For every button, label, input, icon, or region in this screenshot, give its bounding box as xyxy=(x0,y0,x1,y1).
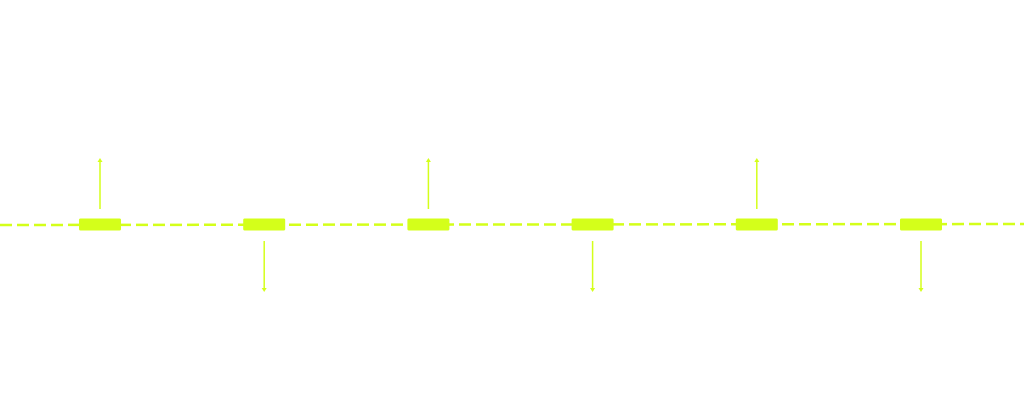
timeline-marker xyxy=(407,218,450,231)
timeline-axis-line xyxy=(0,222,1024,227)
arrow-down-icon xyxy=(590,288,596,292)
timeline-marker xyxy=(571,218,614,231)
timeline-node xyxy=(407,158,450,231)
timeline-node xyxy=(79,158,121,231)
arrow-down-icon xyxy=(918,288,924,292)
arrow-up-icon xyxy=(754,158,760,162)
timeline-marker xyxy=(735,218,778,231)
timeline-node xyxy=(735,158,778,231)
timeline-node xyxy=(571,218,614,292)
arrow-up-icon xyxy=(97,158,103,162)
timeline-marker xyxy=(79,218,121,231)
arrow-down-icon xyxy=(261,288,267,292)
timeline-node xyxy=(243,218,286,292)
timeline-marker xyxy=(243,218,286,231)
timeline-node xyxy=(900,218,942,292)
timeline-marker xyxy=(900,218,942,231)
arrow-up-icon xyxy=(425,158,431,162)
timeline-nodes xyxy=(79,158,942,292)
